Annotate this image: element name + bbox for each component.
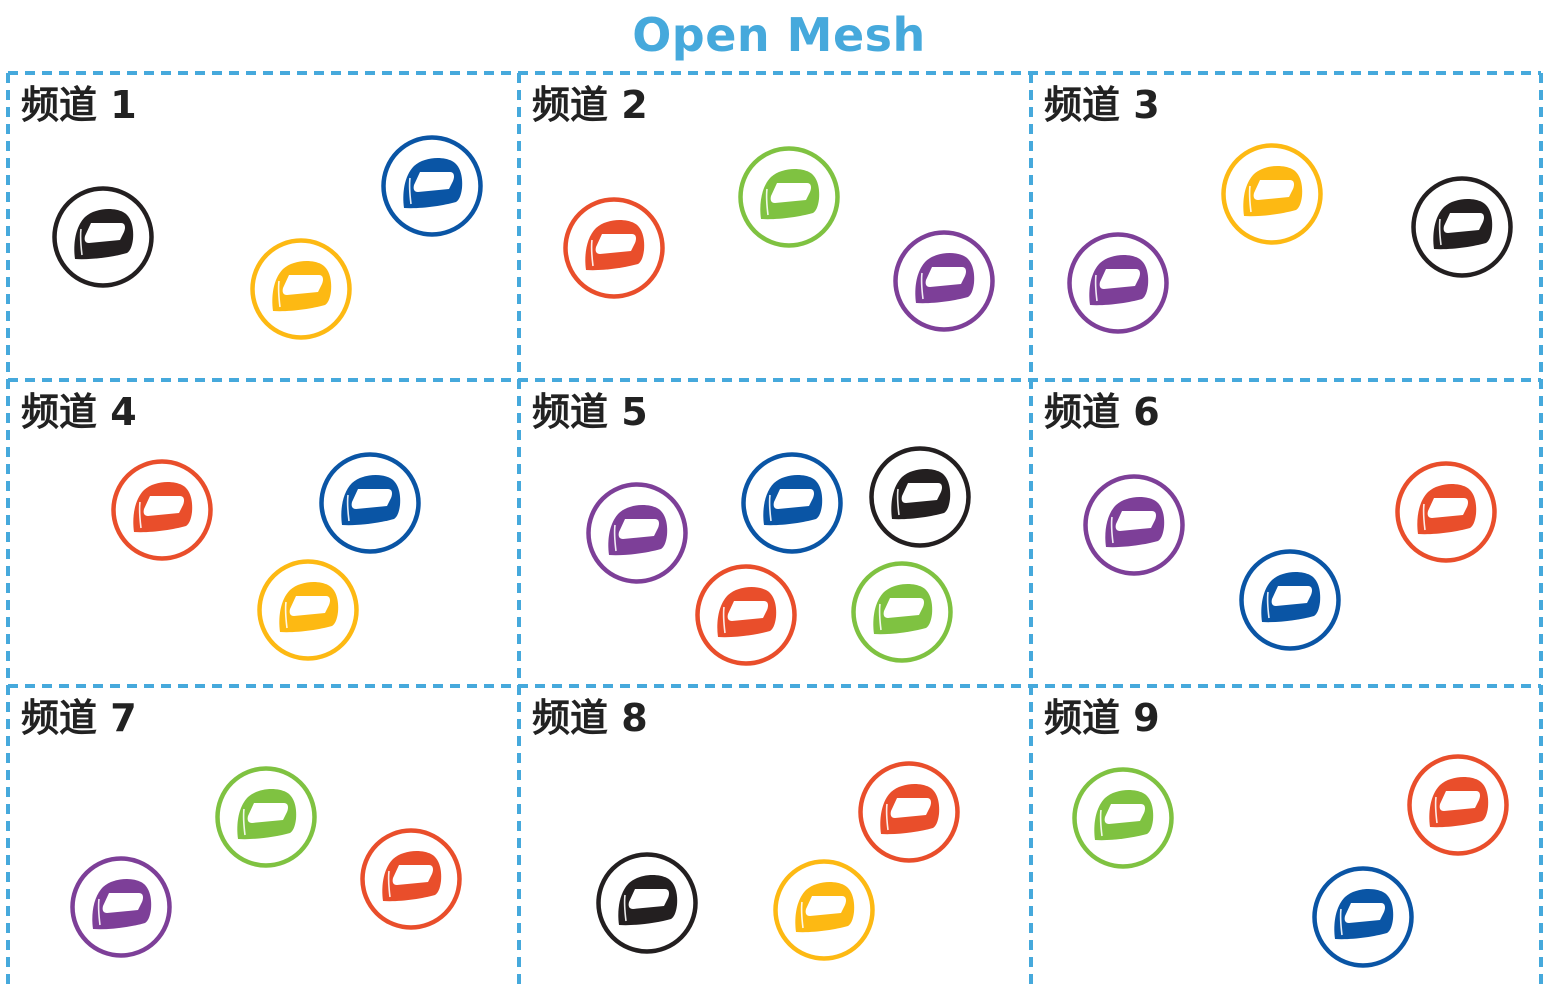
channel-label: 频道 2 — [532, 83, 648, 127]
channel-cell-3: 频道 3 — [1031, 73, 1541, 380]
red-helmet-icon — [694, 563, 798, 667]
yellow-helmet-icon — [1220, 142, 1324, 246]
channel-cell-8: 频道 8 — [519, 686, 1031, 989]
red-helmet-icon — [1406, 753, 1510, 857]
blue-helmet-icon — [380, 134, 484, 238]
channel-cell-7: 频道 7 — [8, 686, 519, 989]
channel-label: 频道 8 — [532, 696, 648, 740]
purple-helmet-icon — [585, 481, 689, 585]
channel-cell-5: 频道 5 — [519, 380, 1031, 686]
blue-helmet-icon — [740, 451, 844, 555]
black-helmet-icon — [595, 851, 699, 955]
channel-label: 频道 1 — [21, 83, 137, 127]
black-helmet-icon — [868, 445, 972, 549]
channel-cell-1: 频道 1 — [8, 73, 519, 380]
channel-label: 频道 7 — [21, 696, 137, 740]
purple-helmet-icon — [69, 855, 173, 959]
red-helmet-icon — [110, 458, 214, 562]
green-helmet-icon — [850, 560, 954, 664]
green-helmet-icon — [737, 145, 841, 249]
red-helmet-icon — [857, 760, 961, 864]
channel-label: 频道 6 — [1044, 390, 1160, 434]
purple-helmet-icon — [1082, 473, 1186, 577]
green-helmet-icon — [1071, 766, 1175, 870]
channel-cell-6: 频道 6 — [1031, 380, 1541, 686]
green-helmet-icon — [214, 765, 318, 869]
purple-helmet-icon — [1066, 231, 1170, 335]
red-helmet-icon — [1394, 460, 1498, 564]
page-title: Open Mesh — [632, 8, 926, 62]
channel-label: 频道 9 — [1044, 696, 1160, 740]
channel-cell-4: 频道 4 — [8, 380, 519, 686]
yellow-helmet-icon — [249, 237, 353, 341]
channel-cell-2: 频道 2 — [519, 73, 1031, 380]
blue-helmet-icon — [318, 451, 422, 555]
red-helmet-icon — [562, 196, 666, 300]
blue-helmet-icon — [1311, 865, 1415, 969]
yellow-helmet-icon — [772, 858, 876, 962]
black-helmet-icon — [51, 185, 155, 289]
purple-helmet-icon — [892, 229, 996, 333]
channel-label: 频道 5 — [532, 390, 648, 434]
red-helmet-icon — [359, 827, 463, 931]
channel-label: 频道 3 — [1044, 83, 1160, 127]
blue-helmet-icon — [1238, 548, 1342, 652]
black-helmet-icon — [1410, 175, 1514, 279]
channel-label: 频道 4 — [21, 390, 137, 434]
channel-cell-9: 频道 9 — [1031, 686, 1541, 989]
yellow-helmet-icon — [256, 558, 360, 662]
